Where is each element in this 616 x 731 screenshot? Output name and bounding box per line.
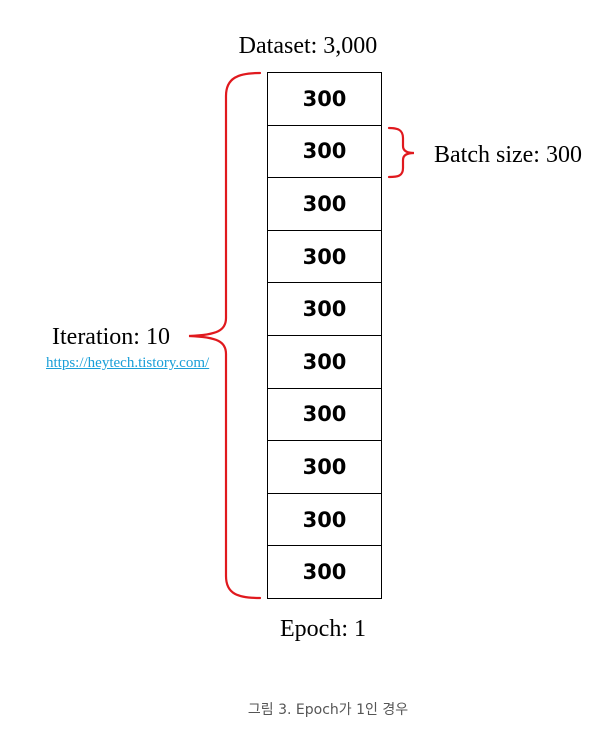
batch-cell: 300 [268,283,381,336]
batch-size-brace [387,126,415,179]
iteration-brace [188,71,262,600]
dataset-stack: 300 300 300 300 300 300 300 300 300 300 [267,72,382,599]
batch-cell: 300 [268,389,381,442]
dataset-title-text: Dataset: 3,000 [238,33,378,59]
iteration-label: Iteration: 10 [52,324,170,350]
batch-cell: 300 [268,126,381,179]
batch-cell: 300 [268,336,381,389]
batch-cell: 300 [302,560,347,585]
source-link[interactable]: https://heytech.tistory.com/ [46,355,210,371]
batch-cell: 300 [268,231,381,284]
dataset-title: Dataset: 3,000 [0,32,616,60]
batch-size-label: Batch size: 300 [434,142,582,168]
epoch-label: Epoch: 1 [280,616,366,642]
batch-cell: 300 [268,494,381,547]
batch-cell: 300 [268,73,381,126]
batch-cell: 300 [268,178,381,231]
batch-cell: 300 [268,441,381,494]
figure-caption: 그림 3. Epoch가 1인 경우 [247,702,409,718]
